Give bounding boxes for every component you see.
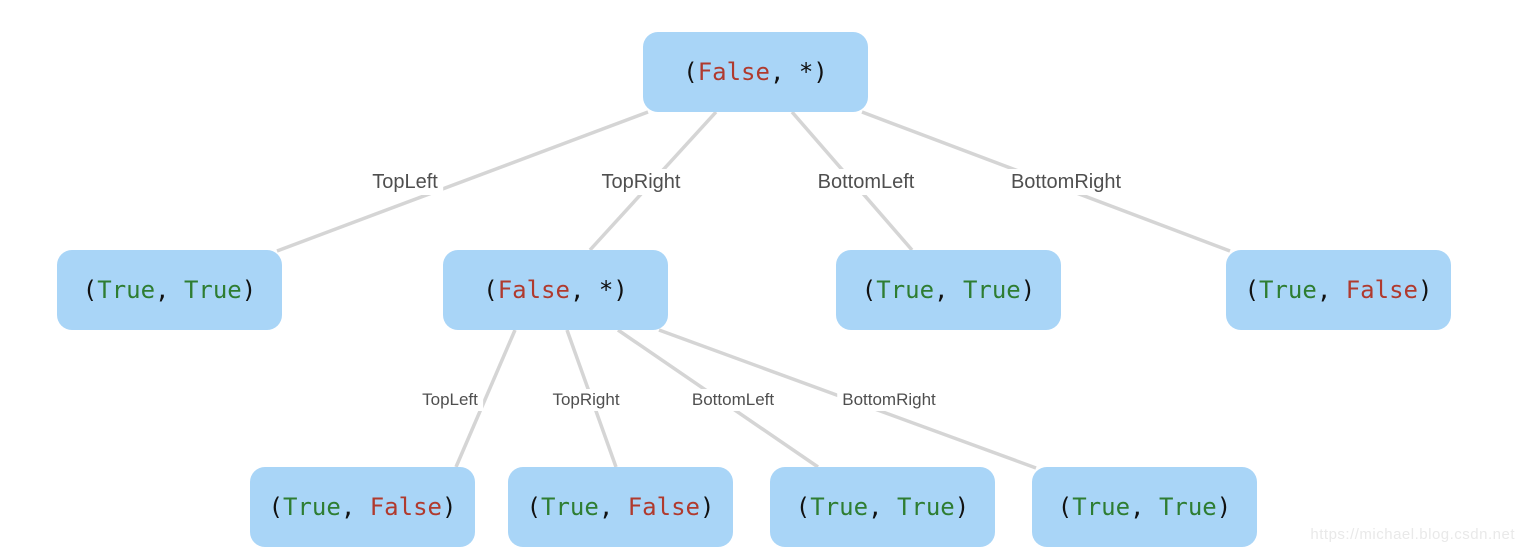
tuple-left-value: True bbox=[97, 276, 156, 304]
tuple-separator: , bbox=[934, 276, 963, 304]
tree-node-l3-topleft: (True, False) bbox=[250, 467, 475, 547]
tuple-close: ) bbox=[1020, 276, 1036, 304]
tuple-close: ) bbox=[954, 493, 970, 521]
tuple-separator: , bbox=[1130, 493, 1159, 521]
tuple-left-value: True bbox=[283, 493, 341, 521]
tuple-open: ( bbox=[82, 276, 98, 304]
tuple-right-value: True bbox=[183, 276, 242, 304]
edge-label-topleft-1: TopLeft bbox=[367, 169, 443, 195]
tuple-separator: , bbox=[868, 493, 897, 521]
tuple-open: ( bbox=[1244, 276, 1260, 304]
tuple-close: ) bbox=[1417, 276, 1433, 304]
tree-node-l3-topright: (True, False) bbox=[508, 467, 733, 547]
tree-node-l3-bottomright: (True, True) bbox=[1032, 467, 1257, 547]
tree-node-l2-bottomright: (True, False) bbox=[1226, 250, 1451, 330]
tuple-left-value: False bbox=[697, 58, 770, 86]
tuple-left-value: True bbox=[1259, 276, 1317, 304]
tuple-right-value: True bbox=[1158, 493, 1217, 521]
tuple-right-value: False bbox=[627, 493, 700, 521]
edge-label-bottomleft-2: BottomLeft bbox=[686, 389, 780, 412]
edge-l2-topleft bbox=[454, 329, 517, 468]
tuple-close: ) bbox=[1216, 493, 1232, 521]
tuple-separator: , bbox=[155, 276, 184, 304]
tuple-open: ( bbox=[795, 493, 811, 521]
tuple-open: ( bbox=[861, 276, 877, 304]
tree-node-root: (False, *) bbox=[643, 32, 868, 112]
tree-node-l2-topright: (False, *) bbox=[443, 250, 668, 330]
tuple-right-value: True bbox=[896, 493, 955, 521]
tree-node-l2-topleft: (True, True) bbox=[57, 250, 282, 330]
watermark-text: https://michael.blog.csdn.net bbox=[1310, 526, 1515, 543]
edge-label-bottomright-1: BottomRight bbox=[1005, 169, 1127, 195]
edge-label-topright-1: TopRight bbox=[596, 169, 686, 195]
tuple-separator: , bbox=[340, 493, 370, 521]
tuple-open: ( bbox=[683, 58, 698, 86]
tuple-close: ) bbox=[241, 276, 257, 304]
tuple-right-value: True bbox=[962, 276, 1021, 304]
edge-root-topleft bbox=[276, 110, 649, 253]
tree-node-l3-bottomleft: (True, True) bbox=[770, 467, 995, 547]
tuple-close: ) bbox=[441, 493, 457, 521]
tuple-close: ) bbox=[613, 276, 628, 304]
edge-label-topleft-2: TopLeft bbox=[417, 389, 483, 412]
tuple-left-value: True bbox=[810, 493, 869, 521]
tuple-separator: , bbox=[598, 493, 628, 521]
tuple-right-value: False bbox=[369, 493, 442, 521]
tuple-open: ( bbox=[526, 493, 542, 521]
tuple-right-value: False bbox=[1345, 276, 1418, 304]
tuple-open: ( bbox=[1057, 493, 1073, 521]
tuple-separator: , bbox=[569, 276, 599, 304]
edge-label-bottomright-2: BottomRight bbox=[837, 389, 941, 412]
tuple-right-value: * bbox=[598, 276, 614, 304]
edge-label-topright-2: TopRight bbox=[547, 389, 625, 412]
tuple-open: ( bbox=[268, 493, 284, 521]
tuple-close: ) bbox=[699, 493, 715, 521]
tuple-left-value: True bbox=[1072, 493, 1131, 521]
tuple-close: ) bbox=[813, 58, 828, 86]
tuple-right-value: * bbox=[798, 58, 814, 86]
tuple-left-value: True bbox=[541, 493, 599, 521]
edge-label-bottomleft-1: BottomLeft bbox=[812, 169, 920, 195]
tuple-separator: , bbox=[1316, 276, 1346, 304]
tuple-left-value: True bbox=[876, 276, 935, 304]
tuple-separator: , bbox=[769, 58, 799, 86]
tuple-left-value: False bbox=[497, 276, 570, 304]
tree-node-l2-bottomleft: (True, True) bbox=[836, 250, 1061, 330]
tuple-open: ( bbox=[483, 276, 498, 304]
